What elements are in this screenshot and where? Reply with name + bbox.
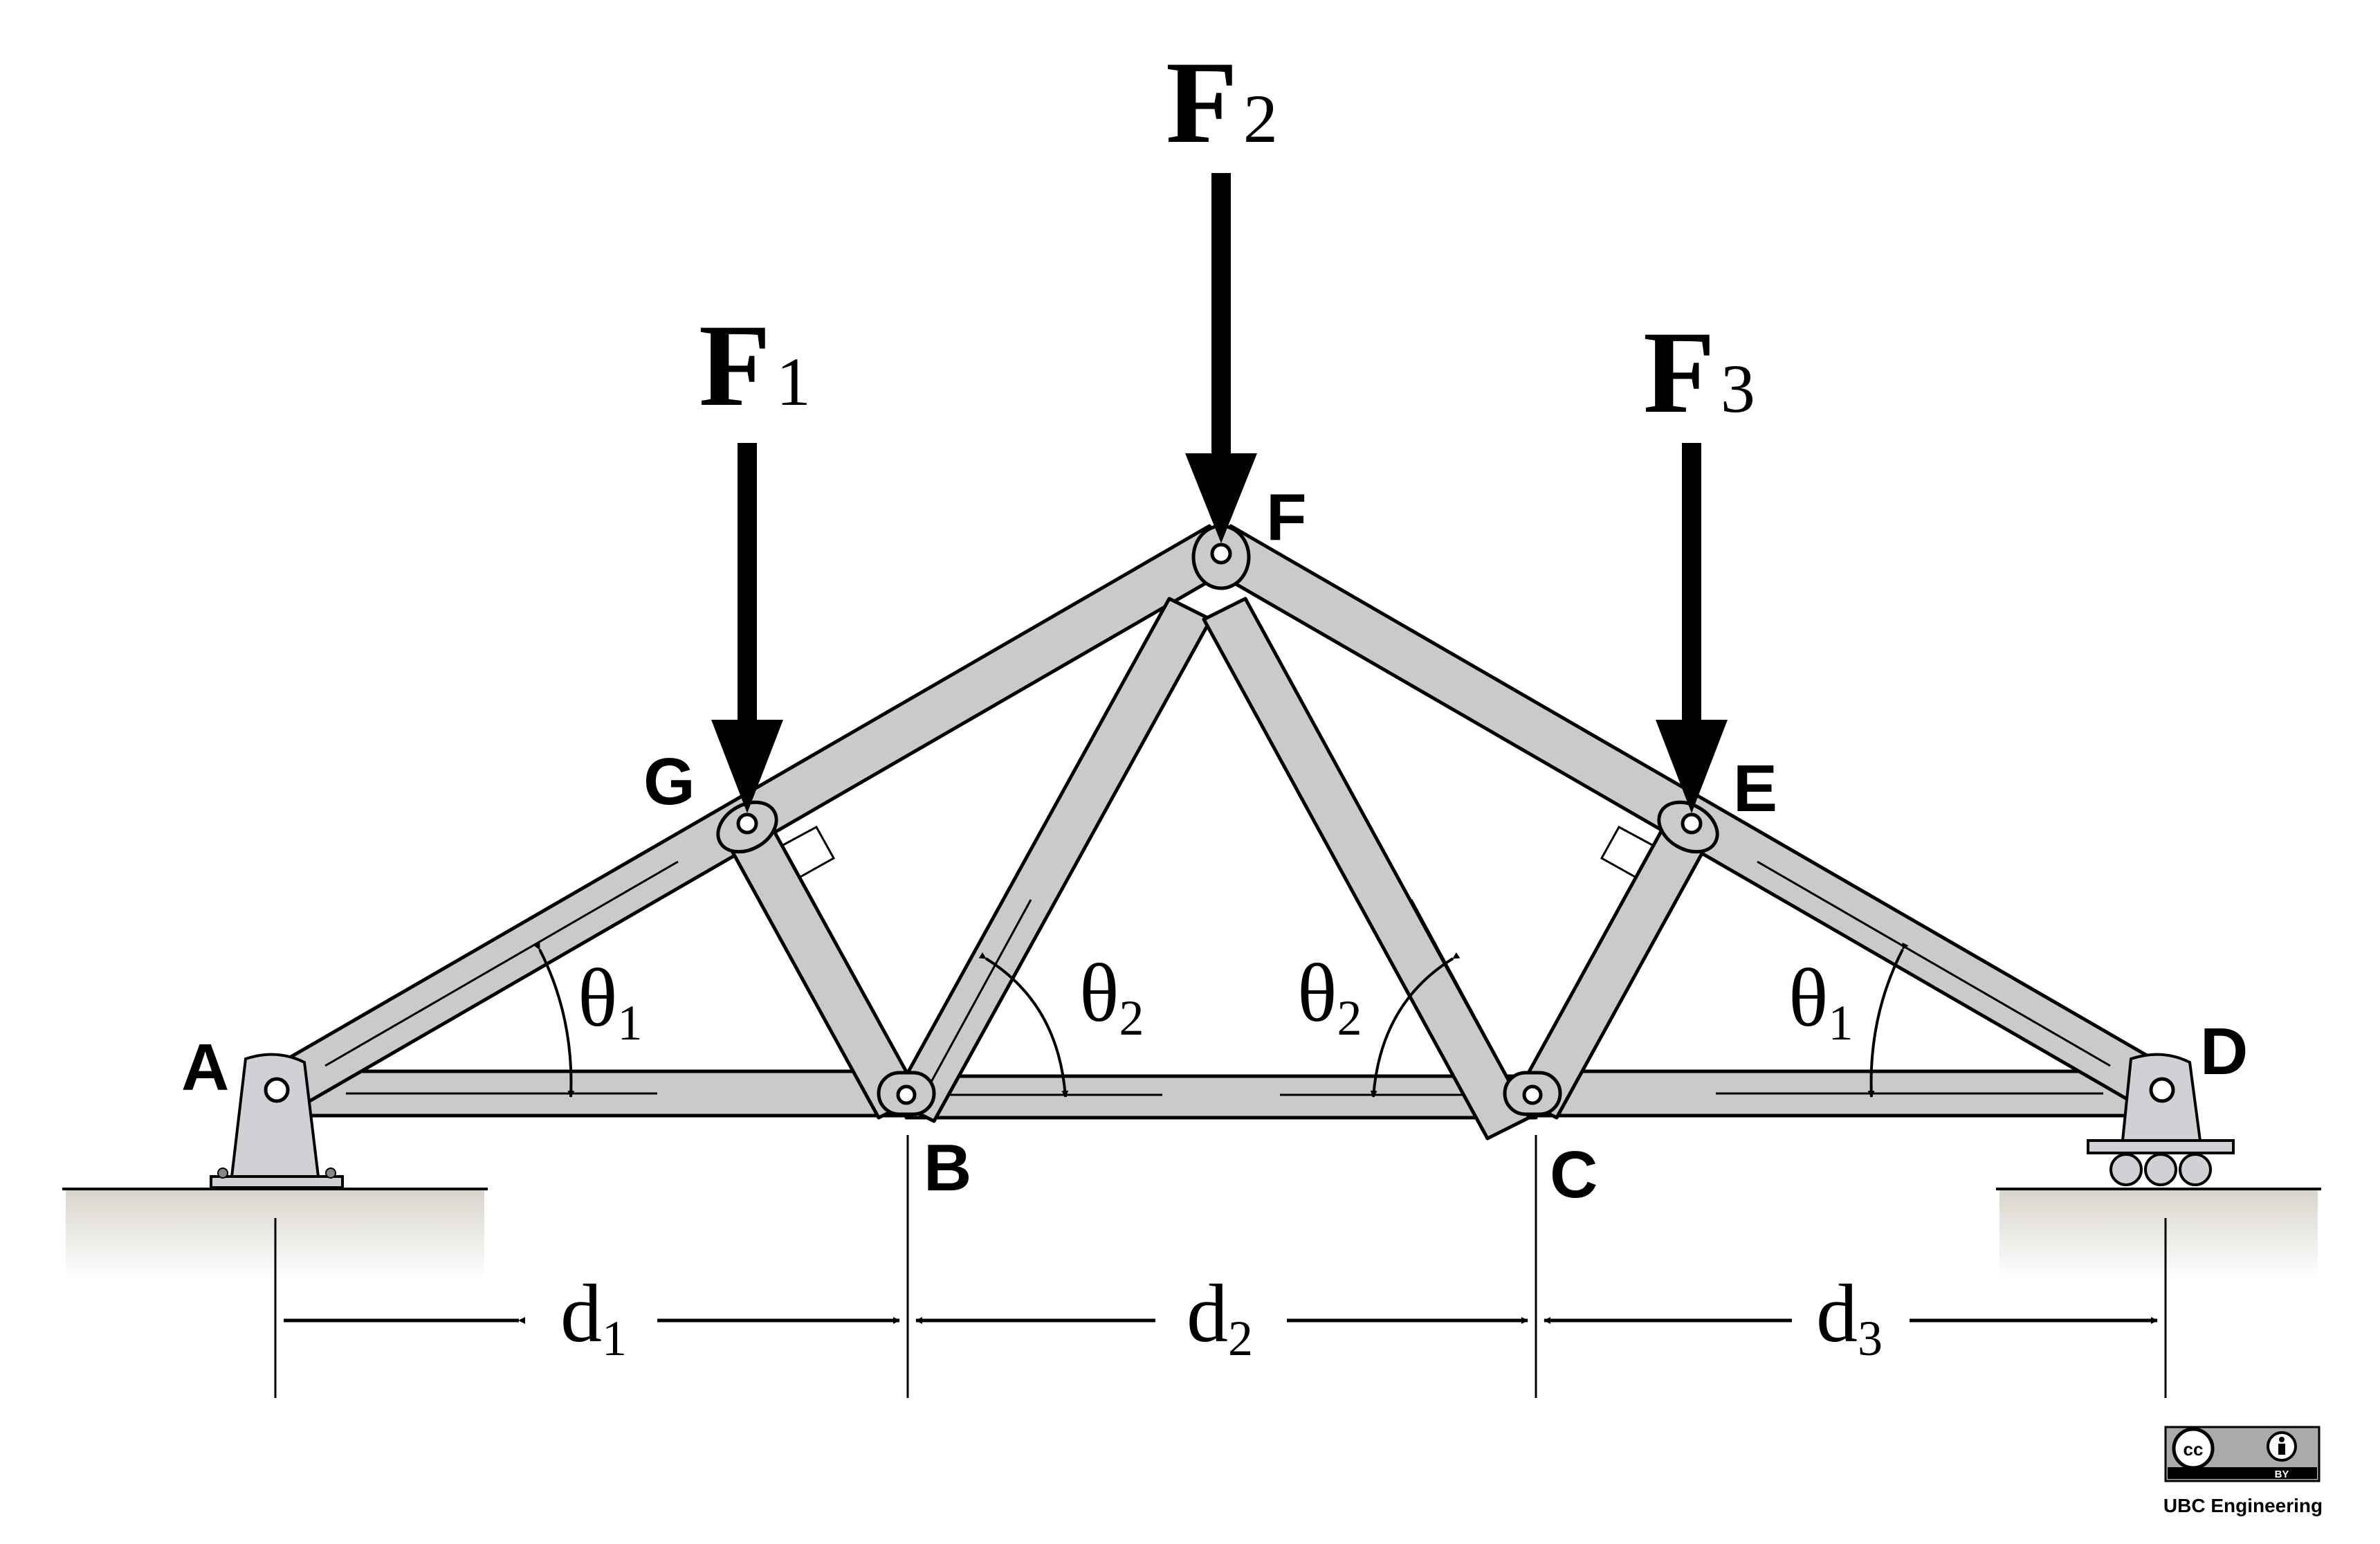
cc-by-license-badge: cc BY [2164,1426,2320,1482]
dimension-label-d3: d3 [1816,1267,1883,1366]
member-CD [1534,1069,2168,1118]
roller-support-D [2087,1053,2235,1186]
force-label-F1: F1 [699,300,811,430]
node-label-F: F [1266,480,1307,554]
angle-arc-theta2-right [1370,952,1461,1098]
angle-arc-theta1-left [533,942,575,1098]
force-label-F3: F3 [1643,307,1755,437]
pin-C [1522,1084,1543,1105]
dimension-label-d1: d1 [560,1267,627,1366]
ground-right [1996,1188,2321,1279]
pin-B [896,1084,917,1105]
member-AB [275,1069,908,1118]
angle-label-theta1-right: θ1 [1788,952,1853,1051]
angle-label-theta2-left: θ2 [1079,947,1144,1046]
credit-text: UBC Engineering [2163,1495,2323,1516]
node-label-G: G [643,745,695,819]
dimension-label-d2: d2 [1187,1267,1253,1366]
node-label-A: A [181,1030,229,1105]
node-label-D: D [2200,1015,2248,1089]
angle-label-theta1-left: θ1 [578,952,642,1051]
pin-G [736,812,758,835]
angle-label-theta2-right: θ2 [1297,947,1362,1046]
member-BF [890,597,1213,1123]
force-arrow-F2 [1185,173,1257,543]
pin-F [1210,543,1232,565]
pin-support-A [210,1053,344,1189]
node-label-C: C [1550,1138,1598,1212]
angle-arc-theta1-right [1867,942,1909,1098]
svg-text:cc: cc [2184,1439,2204,1460]
right-angle-mark-E [1600,825,1654,879]
node-label-B: B [924,1131,971,1205]
angle-arc-theta2-left [978,952,1069,1098]
force-label-F2: F2 [1166,37,1278,167]
pin-E [1681,812,1703,835]
right-angle-mark-G [781,825,836,879]
force-arrow-F1 [711,443,783,813]
truss-members [273,524,2168,1141]
member-BC [904,1074,1538,1120]
force-arrow-F3 [1656,443,1728,813]
attribution-person-icon [2267,1431,2297,1462]
cc-icon: cc [2172,1427,2215,1470]
node-label-E: E [1733,752,1777,826]
license-by-text: BY [2275,1469,2289,1480]
